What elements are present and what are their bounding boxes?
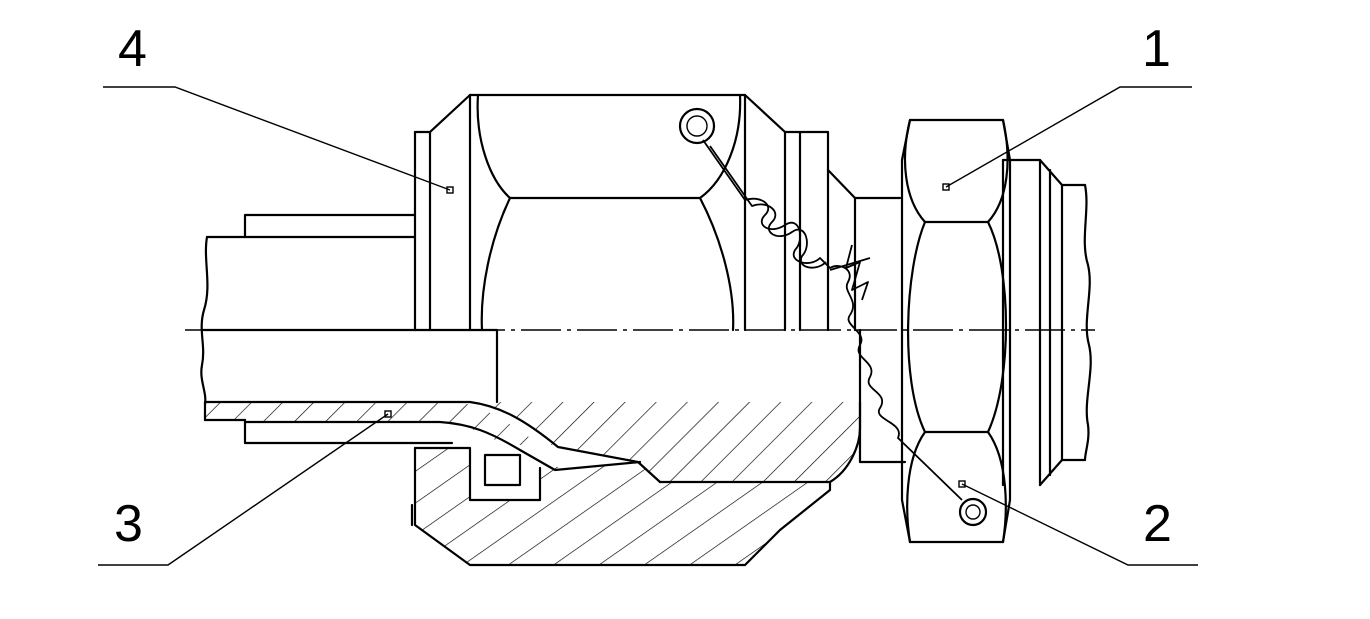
lock-nut [900,118,1012,544]
leader-4 [103,86,451,191]
pipe [200,213,860,484]
leader-3 [98,413,389,566]
leader-2 [961,483,1198,566]
leader-lines [98,86,1198,566]
callout-2: 2 [1143,495,1172,553]
callout-4: 4 [118,20,147,78]
lock-wire [702,139,963,501]
fitting-body [828,158,1092,487]
leader-1 [945,86,1192,188]
callout-1: 1 [1142,20,1171,78]
callout-3: 3 [114,495,143,553]
